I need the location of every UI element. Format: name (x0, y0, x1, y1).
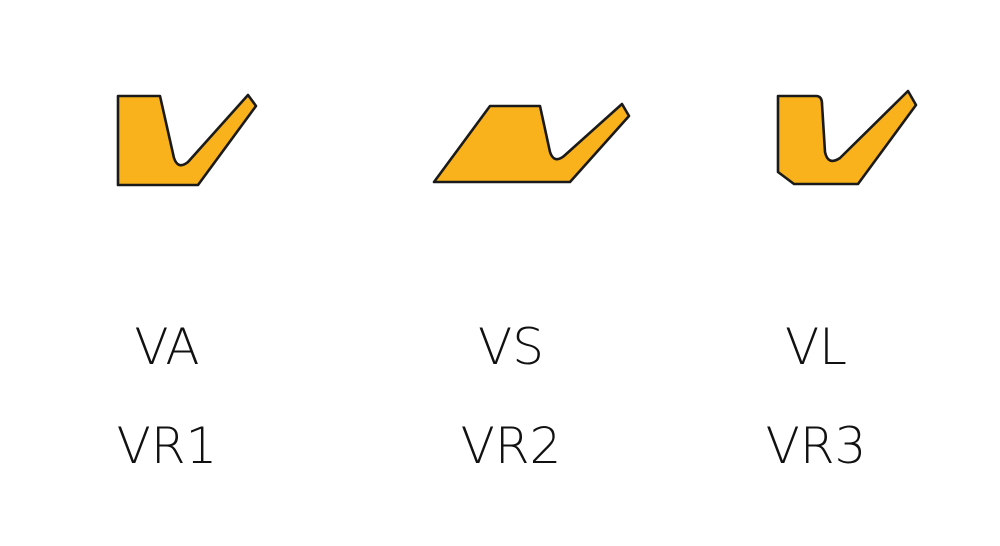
seal-label-primary: VA (134, 318, 199, 376)
seal-profile-va-vr1 (116, 93, 258, 187)
seal-group-va-vr1: VA VR1 (116, 93, 258, 475)
seal-label-primary: VS (478, 318, 544, 376)
seal-profile-vs-vr2 (432, 102, 631, 184)
seal-profile-vl-vr3 (776, 89, 918, 186)
seal-label-secondary: VR1 (117, 417, 218, 475)
seal-group-vs-vr2: VS VR2 (432, 102, 631, 475)
seal-label-secondary: VR3 (766, 417, 867, 475)
seal-label-secondary: VR2 (461, 417, 562, 475)
seal-label-primary: VL (785, 318, 847, 376)
seal-group-vl-vr3: VL VR3 (766, 89, 918, 475)
